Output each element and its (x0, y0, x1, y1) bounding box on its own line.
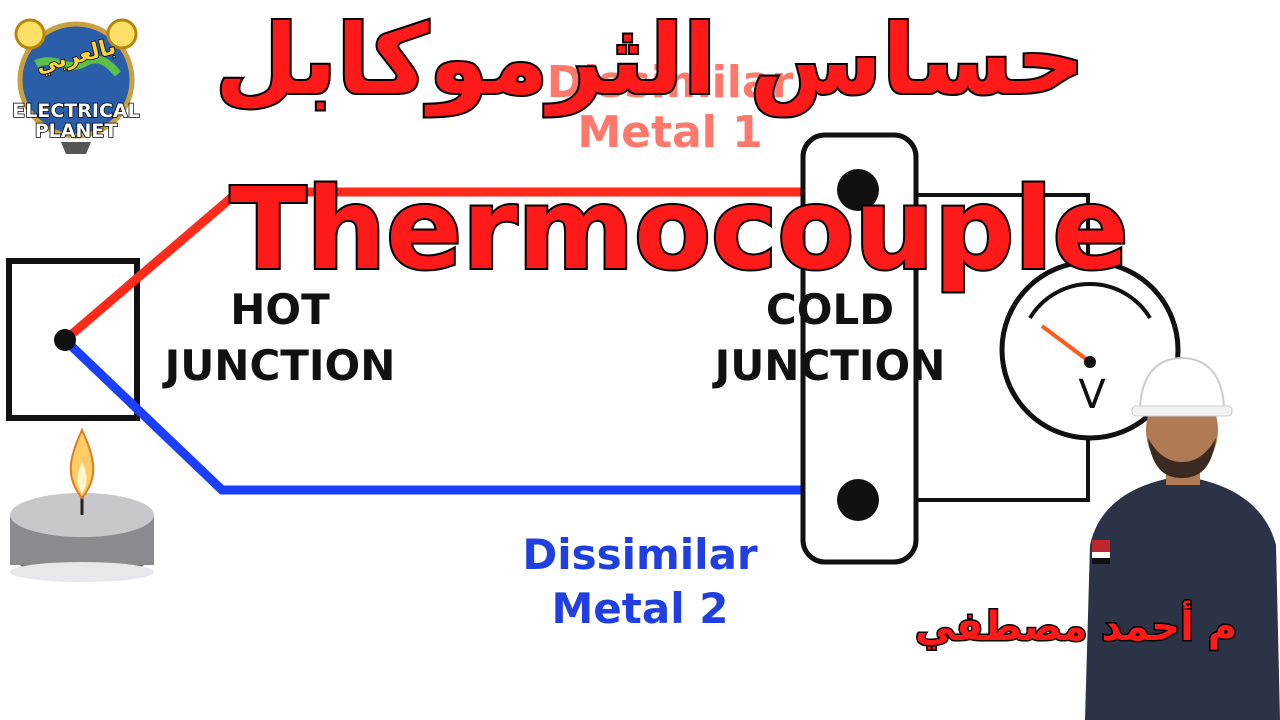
metal2-label-line2: Metal 2 (490, 582, 790, 636)
hot-junction-point (54, 329, 76, 351)
hot-junction-label-line2: JUNCTION (130, 338, 430, 394)
voltmeter-pivot (1084, 356, 1096, 368)
terminal-bottom (837, 479, 879, 521)
title-english: Thermocouple (230, 160, 1090, 300)
metal2-label: Dissimilar Metal 2 (490, 528, 790, 636)
voltmeter-symbol: V (1072, 372, 1112, 418)
channel-logo: بالعربي ELECTRICAL PLANET (6, 4, 146, 164)
logo-text-line2: ELECTRICAL (6, 100, 146, 122)
logo-text-line3: PLANET (6, 120, 146, 142)
metal2-label-line1: Dissimilar (490, 528, 790, 582)
cold-junction-label-line2: JUNCTION (680, 338, 980, 394)
candle-illustration (10, 430, 154, 582)
title-arabic: حساس الثرموكابل (200, 0, 1100, 120)
presenter-name: م أحمد مصطفي (876, 604, 1276, 650)
